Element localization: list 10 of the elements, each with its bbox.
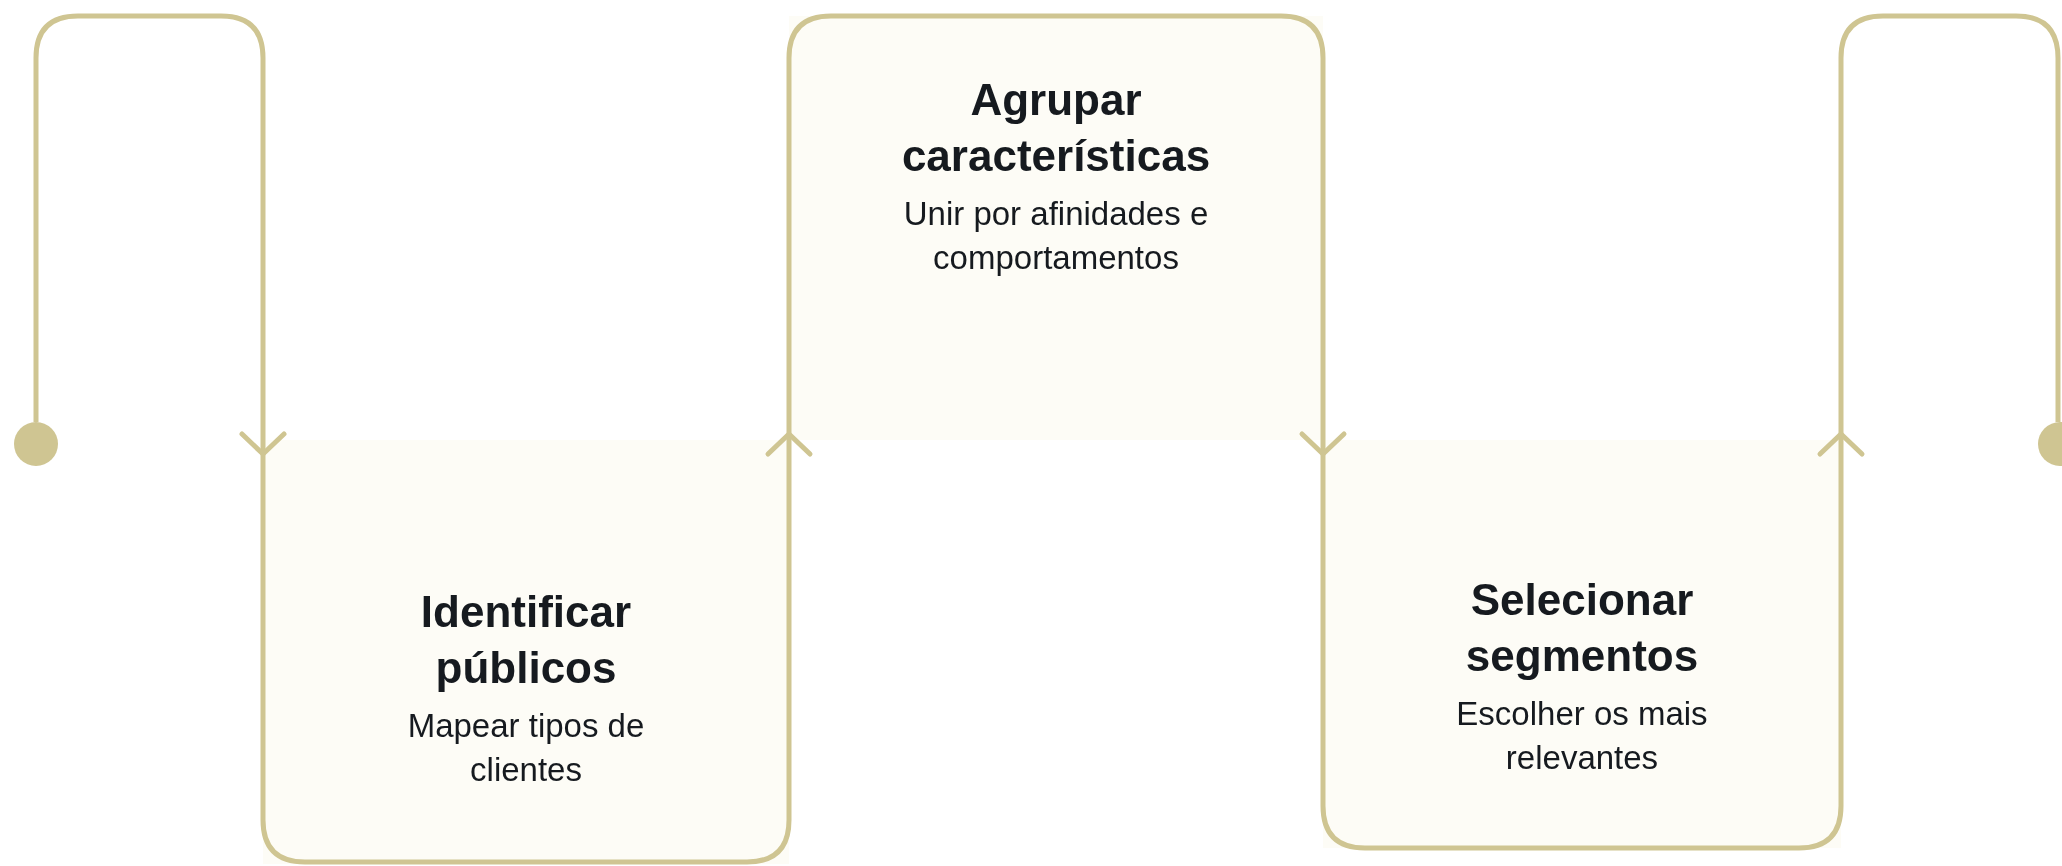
step-panel (1323, 440, 1841, 848)
step-title: Agrupar características (900, 74, 1212, 182)
step-description: Escolher os mais relevantes (1455, 694, 1709, 778)
step-description: Mapear tipos de clientes (406, 706, 646, 790)
dot-marker (14, 422, 58, 466)
connector-line (33, 13, 287, 457)
connector-line (1320, 13, 2061, 851)
step-title: Selecionar segmentos (1464, 574, 1700, 682)
step-description: Unir por afinidades e comportamentos (902, 194, 1210, 278)
step-title: Identificar públicos (419, 586, 633, 694)
